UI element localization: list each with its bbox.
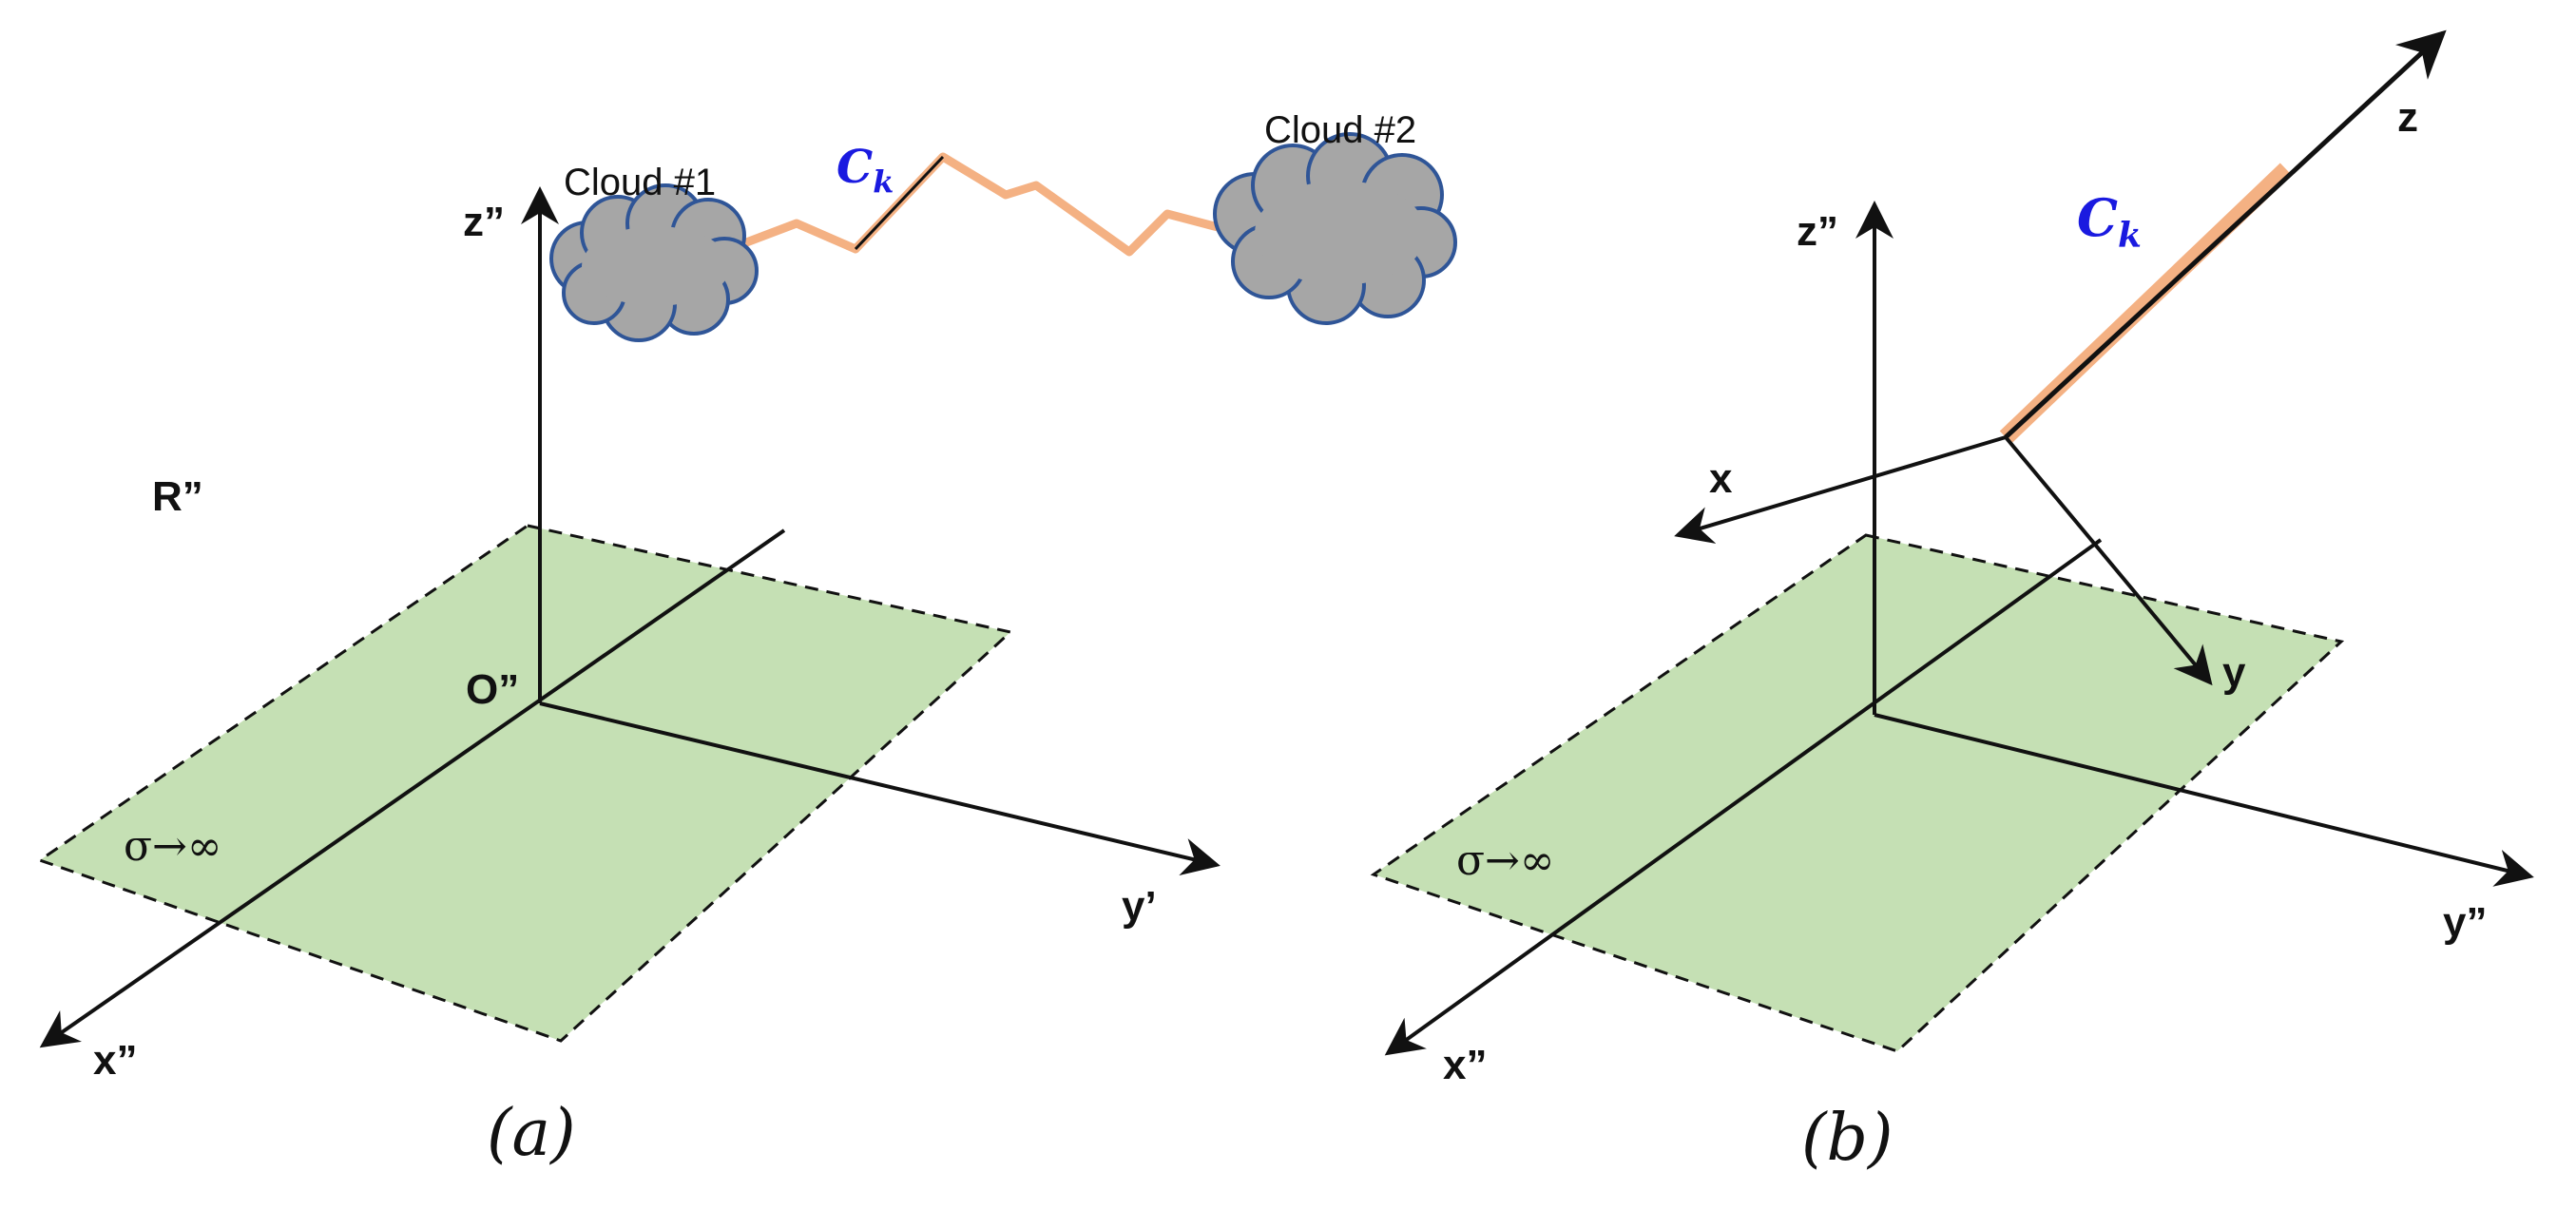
axis-y-label-a: y’	[1122, 883, 1157, 930]
frame-label-a: R”	[152, 473, 203, 520]
local-x-axis	[1674, 435, 2007, 544]
channel-label-main: C	[836, 141, 873, 194]
axis-z2-label-b: z”	[1797, 208, 1838, 255]
panel-b: z” z Ck x y σ→∞ y” x” (b)	[1370, 29, 2534, 1176]
cloud-2-core	[1255, 181, 1426, 285]
local-x-label: x	[1709, 455, 1733, 502]
x-axis-b	[1384, 538, 2103, 1056]
origin-label-a: O”	[466, 666, 519, 713]
caption-b: (b)	[1801, 1101, 1894, 1176]
channel-label-main-b: C	[2077, 187, 2118, 248]
channel-label-sub-b: k	[2118, 216, 2142, 256]
plane-label-b: σ→∞	[1456, 836, 1555, 885]
channel-label-sub: k	[873, 163, 894, 200]
cloud-2-label: Cloud #2	[1264, 109, 1416, 151]
local-z-axis	[2004, 29, 2447, 439]
axis-z-label-a: z”	[463, 199, 505, 245]
axis-y2-label-b: y”	[2443, 899, 2487, 946]
cloud-1-core	[582, 226, 730, 306]
x-axis-a	[39, 528, 786, 1048]
plane-label-a: σ→∞	[124, 822, 222, 871]
lightning-channel-a	[740, 152, 1223, 257]
channel-label-a: Ck	[836, 141, 894, 200]
axis-x2-label-b: x”	[1443, 1042, 1487, 1088]
y-axis-a	[539, 701, 1221, 876]
local-y-label: y	[2222, 649, 2246, 696]
channel-label-b: Ck	[2077, 187, 2142, 256]
panel-a: Cloud #1 Cloud #2 Ck z” R” O” σ→∞ y’ x” …	[36, 109, 1457, 1171]
cloud-1-label: Cloud #1	[564, 162, 716, 203]
caption-a: (a)	[487, 1096, 576, 1171]
axis-x-label-a: x”	[93, 1037, 137, 1084]
ground-plane-b	[1370, 533, 2345, 1053]
y-axis-b	[1874, 713, 2534, 887]
ground-plane-a	[36, 524, 1014, 1043]
local-y-axis	[2004, 435, 2213, 686]
local-z-label: z	[2397, 94, 2418, 141]
channel-segment-ck-a	[854, 155, 945, 251]
